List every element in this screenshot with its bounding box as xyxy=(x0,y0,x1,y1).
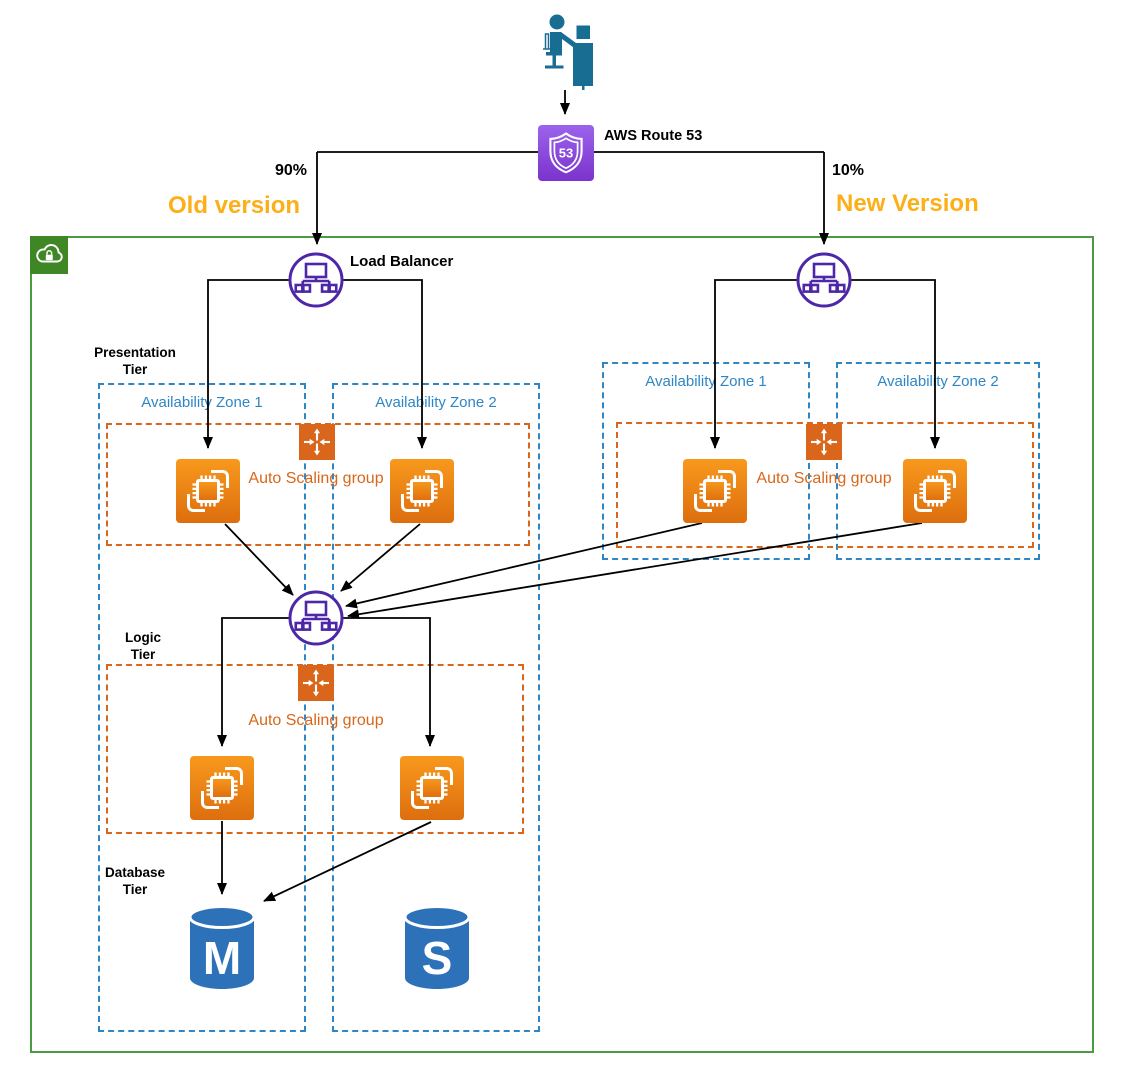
user-at-desk-icon xyxy=(533,12,597,90)
new-load-balancer-icon xyxy=(795,251,853,309)
old-availability-zone-1-box: Availability Zone 1 xyxy=(98,383,306,1032)
logic-auto-scaling-icon xyxy=(298,665,334,701)
old-load-balancer-label: Load Balancer xyxy=(350,253,454,270)
old-az2-label: Availability Zone 2 xyxy=(375,394,497,411)
new-az2-label: Availability Zone 2 xyxy=(877,373,999,390)
logic-ec2-instance-icon-1 xyxy=(190,756,254,820)
old-load-balancer-icon xyxy=(287,251,345,309)
new-version-label: New Version xyxy=(836,190,979,217)
new-availability-zone-2-box: Availability Zone 2 xyxy=(836,362,1040,560)
aws-cloud-icon xyxy=(30,236,68,274)
new-availability-zone-1-box: Availability Zone 1 xyxy=(602,362,810,560)
old-presentation-asg-label: Auto Scaling group xyxy=(248,470,384,487)
traffic-weight-90: 90% xyxy=(274,162,307,179)
old-presentation-auto-scaling-icon xyxy=(299,424,335,460)
database-tier-label: Database Tier xyxy=(104,865,166,897)
old-presentation-ec2-instance-icon-2 xyxy=(390,459,454,523)
database-secondary-icon: S xyxy=(403,904,471,992)
logic-load-balancer-icon xyxy=(287,589,345,647)
old-availability-zone-2-box: Availability Zone 2 xyxy=(332,383,540,1032)
new-presentation-asg-box xyxy=(616,422,1034,548)
aws-cloud-boundary xyxy=(30,236,1094,1053)
route53-badge-text: 53 xyxy=(559,146,573,161)
database-primary-letter: M xyxy=(203,932,241,984)
route53-icon: 53 xyxy=(538,125,594,181)
old-az1-label: Availability Zone 1 xyxy=(141,394,263,411)
new-presentation-auto-scaling-icon xyxy=(806,424,842,460)
new-presentation-asg-label: Auto Scaling group xyxy=(756,470,892,487)
presentation-tier-label: Presentation Tier xyxy=(94,345,176,377)
old-presentation-ec2-instance-icon-1 xyxy=(176,459,240,523)
new-presentation-ec2-instance-icon-1 xyxy=(683,459,747,523)
new-presentation-ec2-instance-icon-2 xyxy=(903,459,967,523)
old-version-label: Old version xyxy=(168,192,301,219)
database-primary-icon: M xyxy=(188,904,256,992)
logic-asg-label: Auto Scaling group xyxy=(248,712,384,729)
traffic-weight-10: 10% xyxy=(832,162,865,179)
new-az1-label: Availability Zone 1 xyxy=(645,373,767,390)
logic-ec2-instance-icon-2 xyxy=(400,756,464,820)
logic-tier-label: Logic Tier xyxy=(125,630,161,662)
database-secondary-letter: S xyxy=(422,932,453,984)
route53-label: AWS Route 53 xyxy=(604,128,703,144)
